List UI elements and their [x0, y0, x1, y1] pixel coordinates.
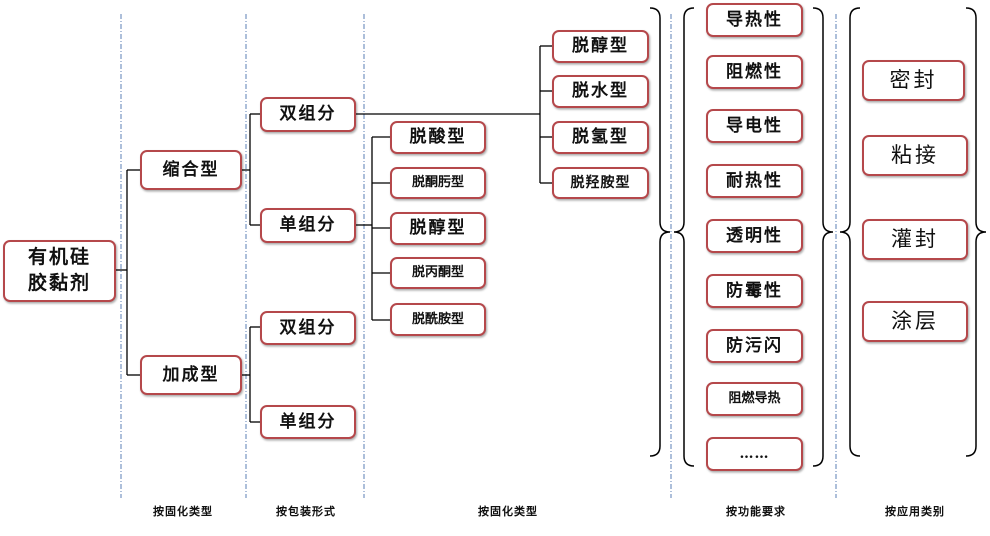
- brace-shapes: [649, 7, 987, 467]
- application-item: 密封: [862, 60, 965, 101]
- application-item: 灌封: [862, 219, 968, 260]
- cure-type-condensation: 缩合型: [140, 150, 242, 190]
- caption-cure-type: 按固化类型: [153, 505, 213, 518]
- function-item: 透明性: [706, 219, 803, 253]
- caption-application: 按应用类别: [885, 505, 945, 518]
- application-item: 涂层: [862, 301, 968, 342]
- one-comp-subtype: 脱酸型: [390, 121, 486, 154]
- caption-function: 按功能要求: [726, 505, 786, 518]
- root-node: 有机硅 胶黏剂: [3, 240, 116, 302]
- brace-close-2: [812, 7, 834, 467]
- packaging-addition-two-component: 双组分: [260, 311, 356, 345]
- caption-packaging: 按包装形式: [276, 505, 336, 518]
- function-item: 阻燃性: [706, 55, 803, 89]
- two-comp-subtype: 脱氢型: [552, 121, 649, 154]
- function-item: 导电性: [706, 109, 803, 143]
- two-comp-subtype: 脱醇型: [552, 30, 649, 63]
- packaging-condensation-one-component: 单组分: [260, 208, 356, 243]
- function-item: 耐热性: [706, 164, 803, 198]
- root-label-line2: 胶黏剂: [27, 272, 91, 294]
- one-comp-subtype: 脱酮肟型: [390, 167, 486, 199]
- one-comp-subtype: 脱丙酮型: [390, 257, 486, 289]
- caption-cure-type-2: 按固化类型: [478, 505, 538, 518]
- column-separators: [120, 14, 837, 498]
- two-comp-subtype: 脱水型: [552, 75, 649, 108]
- brace-close-3: [965, 7, 987, 457]
- function-item: 导热性: [706, 3, 803, 37]
- root-label-line1: 有机硅: [27, 246, 91, 269]
- packaging-condensation-two-component: 双组分: [260, 97, 356, 132]
- tree-connectors: [115, 45, 552, 423]
- cure-type-addition: 加成型: [140, 355, 242, 395]
- two-comp-subtype: 脱羟胺型: [552, 167, 649, 199]
- function-item: 防霉性: [706, 274, 803, 308]
- one-comp-subtype: 脱酰胺型: [390, 303, 486, 336]
- packaging-addition-one-component: 单组分: [260, 405, 356, 439]
- function-item: 阻燃导热: [706, 382, 803, 416]
- function-item: 防污闪: [706, 329, 803, 363]
- function-item-ellipsis: ……: [706, 437, 803, 471]
- brace-open-1: [673, 7, 695, 467]
- brace-open-2: [839, 7, 861, 457]
- brace-close-1: [649, 7, 671, 457]
- application-item: 粘接: [862, 135, 968, 176]
- one-comp-subtype: 脱醇型: [390, 212, 486, 245]
